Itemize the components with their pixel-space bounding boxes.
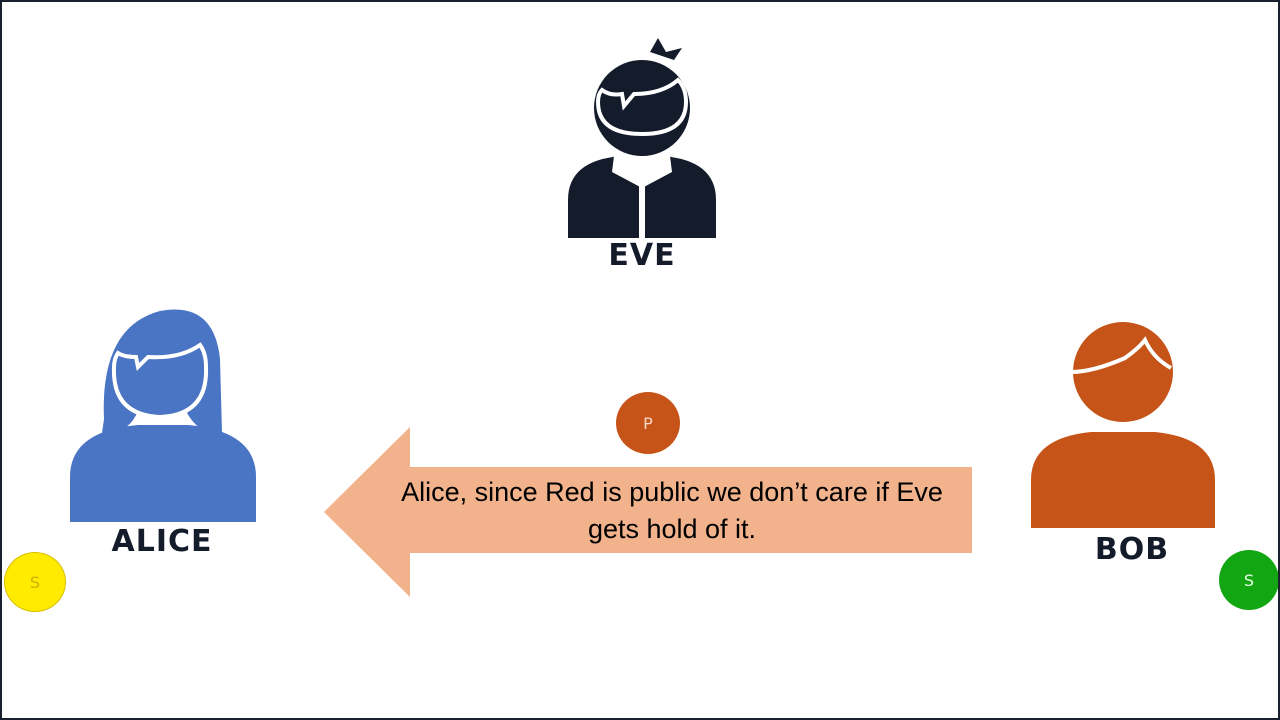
bob-secret-key-token: S	[1219, 550, 1278, 610]
alice-secret-key-token: S	[4, 552, 66, 612]
public-key-token: P	[616, 392, 680, 454]
alice-label: ALICE	[111, 524, 213, 559]
eve-label: EVE	[608, 238, 676, 273]
message-arrow	[324, 427, 972, 597]
eve-person-icon	[568, 38, 716, 238]
bob-label: BOB	[1094, 532, 1170, 567]
message-text: Alice, since Red is public we don’t care…	[401, 477, 943, 544]
bob-person-icon	[1031, 322, 1215, 528]
alice-person-icon	[70, 309, 256, 522]
